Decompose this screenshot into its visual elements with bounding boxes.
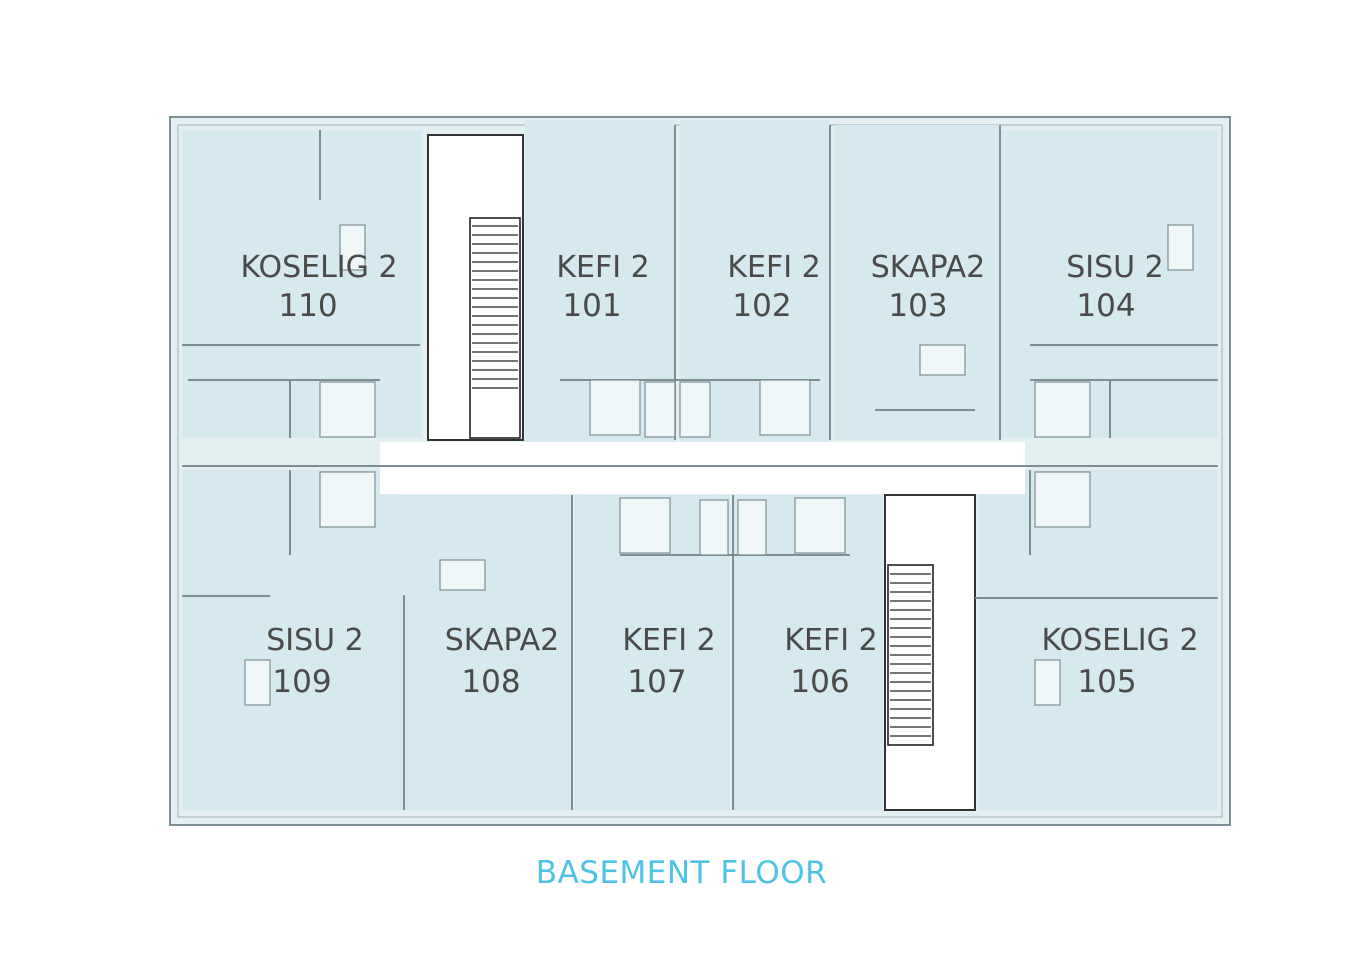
unit-label-101: KEFI 2 101 <box>556 250 649 324</box>
unit-number: 104 <box>1076 288 1135 324</box>
unit-type: KEFI 2 <box>622 623 715 658</box>
floor-title: BASEMENT FLOOR <box>535 855 828 891</box>
stairwell-north <box>427 134 524 441</box>
unit-110-area <box>182 130 422 438</box>
unit-number: 106 <box>790 664 849 700</box>
unit-105-area <box>978 470 1218 810</box>
unit-type: SISU 2 <box>1066 250 1164 285</box>
unit-number: 103 <box>888 288 947 324</box>
unit-label-107: KEFI 2 107 <box>622 623 715 700</box>
unit-type: SKAPA2 <box>445 623 560 658</box>
unit-label-104: SISU 2 104 <box>1066 250 1164 324</box>
unit-type: KOSELIG 2 <box>1041 623 1198 658</box>
unit-108-area <box>404 495 572 810</box>
unit-label-106: KEFI 2 106 <box>784 623 877 700</box>
unit-number: 102 <box>732 288 791 324</box>
unit-number: 109 <box>272 664 331 700</box>
unit-label-102: KEFI 2 102 <box>727 250 820 324</box>
unit-type: KEFI 2 <box>784 623 877 658</box>
unit-label-108: SKAPA2 108 <box>445 623 560 700</box>
unit-103-area <box>835 125 1000 440</box>
unit-number: 108 <box>461 664 520 700</box>
unit-label-110: KOSELIG 2 110 <box>240 250 397 324</box>
unit-type: KOSELIG 2 <box>240 250 397 285</box>
unit-number: 110 <box>278 288 337 324</box>
unit-type: KEFI 2 <box>727 250 820 285</box>
unit-label-105: KOSELIG 2 105 <box>1041 623 1198 700</box>
unit-type: KEFI 2 <box>556 250 649 285</box>
unit-type: SKAPA2 <box>871 250 986 285</box>
corridor <box>380 442 1025 494</box>
fixtures <box>244 224 1194 706</box>
unit-number: 107 <box>627 664 686 700</box>
unit-type: SISU 2 <box>266 623 364 658</box>
unit-number: 105 <box>1077 664 1136 700</box>
unit-label-103: SKAPA2 103 <box>871 250 986 324</box>
unit-label-109: SISU 2 109 <box>266 623 364 700</box>
unit-number: 101 <box>562 288 621 324</box>
stairwell-south <box>884 494 976 811</box>
